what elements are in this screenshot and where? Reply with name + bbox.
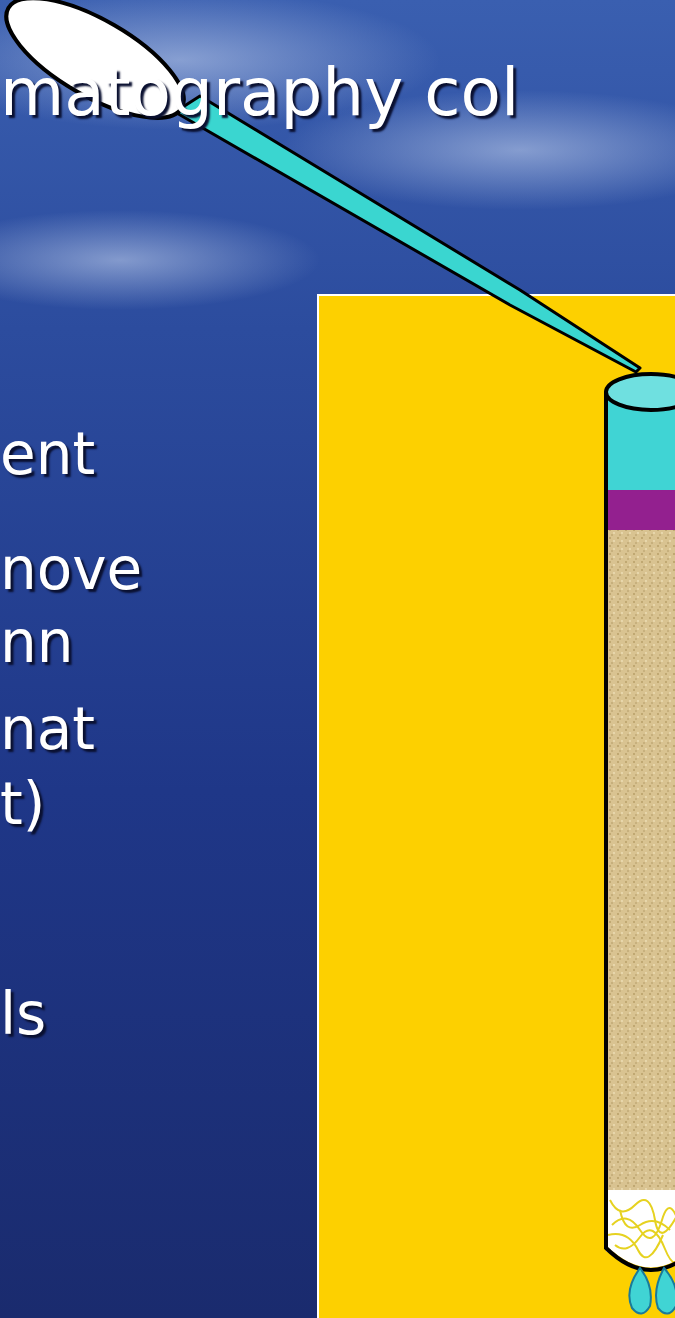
cropped-bullet-text: nn — [0, 613, 74, 671]
cloud — [0, 210, 320, 310]
cropped-bullet-text: ent — [0, 425, 95, 483]
cropped-bullet-text: ls — [0, 985, 46, 1043]
cropped-bullet-text: nat — [0, 700, 95, 758]
chromatography-column — [606, 374, 675, 1314]
column-wall — [606, 392, 675, 1270]
drop — [656, 1268, 675, 1314]
column-top — [606, 374, 675, 410]
cotton-fibres — [608, 1194, 675, 1263]
pipette-tube — [175, 96, 640, 372]
cropped-bullet-text: nove — [0, 540, 142, 598]
cropped-bullet-text: t) — [0, 775, 45, 833]
pipette — [0, 0, 640, 372]
drop — [629, 1268, 651, 1314]
slide-title: matography col — [0, 60, 519, 126]
sample-band — [606, 490, 675, 530]
sand-packing — [606, 392, 675, 1252]
